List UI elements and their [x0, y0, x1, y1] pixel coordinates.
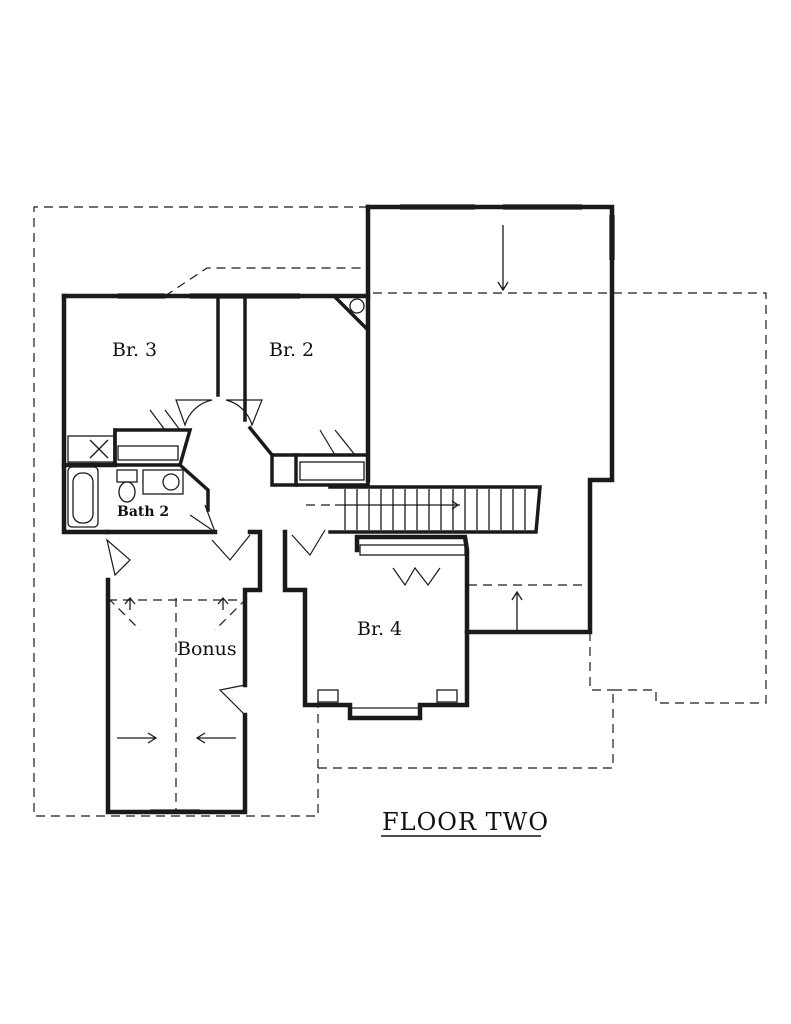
floor-title: FLOOR TWO [382, 808, 549, 836]
lower-floor-outline [33, 206, 767, 817]
staircase [328, 485, 542, 534]
doors [106, 399, 441, 716]
exterior-walls [61, 204, 615, 815]
room-label-br2: Br. 2 [269, 339, 314, 361]
room-labels: Br. 3 Br. 2 Br. 4 Bath 2 Bonus [112, 339, 402, 660]
arrows [117, 225, 523, 744]
bath-fixtures [67, 435, 184, 528]
closets [117, 298, 466, 703]
plan-title: FLOOR TWO [381, 808, 549, 837]
room-label-br3: Br. 3 [112, 339, 157, 361]
room-label-br4: Br. 4 [357, 618, 402, 640]
room-label-bath2: Bath 2 [117, 504, 169, 520]
room-label-bonus: Bonus [177, 638, 237, 660]
windows [118, 204, 615, 811]
